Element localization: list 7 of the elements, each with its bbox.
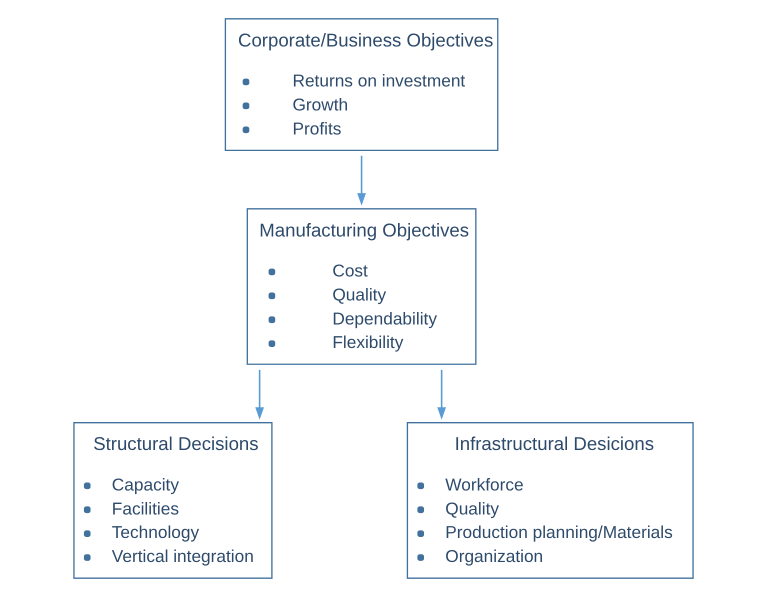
arrow <box>255 370 264 420</box>
node-box: Structural Decisions Capacity Facilities Technology Vertical integration <box>73 422 273 579</box>
node-box: Corporate/Business Objectives Returns on investment Growth Profits <box>224 18 498 152</box>
node-box: Infrastructural Desicions Workforce Quality Production planning/Materials Organization <box>406 422 694 579</box>
node-box: Manufacturing Objectives Cost Quality Dependability Flexibility <box>246 208 476 365</box>
arrow <box>357 156 366 206</box>
arrow <box>437 370 446 420</box>
